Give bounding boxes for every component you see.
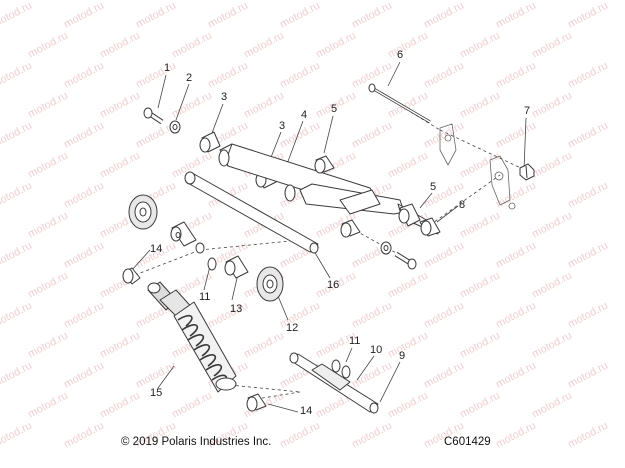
callout-4: 4 <box>301 109 308 121</box>
callout-9: 9 <box>399 350 406 362</box>
part-9-shaft-lower <box>289 352 379 414</box>
part-6-through-bolt <box>368 83 431 124</box>
diagram-code: C601429 <box>444 436 491 448</box>
part-1-bolt <box>143 107 164 125</box>
callout-10: 10 <box>370 344 383 356</box>
bolt-small <box>394 251 417 270</box>
part-16-shaft <box>184 171 319 254</box>
callout-2: 2 <box>186 72 193 84</box>
callout-5: 5 <box>430 181 437 193</box>
part-14-spacer-lower <box>246 393 267 412</box>
part-11-ring-upper <box>207 257 217 271</box>
part-7-nut <box>519 163 535 181</box>
callout-11: 11 <box>349 335 361 347</box>
part-5-bushing-lower <box>398 203 421 227</box>
part-5-bushing-mid <box>340 219 361 238</box>
callout-11: 11 <box>199 291 211 303</box>
part-13-pin <box>224 255 249 279</box>
callout-16: 16 <box>327 279 340 291</box>
callout-1: 1 <box>164 62 171 74</box>
part-15-shock-absorber <box>147 281 237 393</box>
callout-14: 14 <box>300 405 313 417</box>
part-14-spacer-upper <box>122 267 141 285</box>
callout-14: 14 <box>150 243 163 255</box>
frame-bracket <box>439 123 516 210</box>
callout-5: 5 <box>331 103 338 115</box>
part-11-ring-lower-b <box>341 365 351 379</box>
o-ring-left <box>195 242 205 254</box>
callout-13: 13 <box>230 303 243 315</box>
assembly-dashed-lines <box>134 89 526 401</box>
part-3-bushing-upper <box>199 131 221 153</box>
pin-left <box>170 221 197 247</box>
callout-8: 8 <box>459 199 466 211</box>
callout-3: 3 <box>221 91 228 103</box>
leader-lines <box>131 61 527 413</box>
part-12-disc-right <box>256 266 284 302</box>
part-11-ring-lower-a <box>331 359 341 373</box>
callout-6: 6 <box>397 49 404 61</box>
part-5-bushing-upper <box>314 155 335 174</box>
callout-15: 15 <box>150 387 163 399</box>
copyright-text: © 2019 Polaris Industries Inc. <box>121 436 272 448</box>
callout-7: 7 <box>524 105 531 117</box>
part-8-sleeve <box>419 217 441 237</box>
callout-12: 12 <box>286 322 299 334</box>
callout-3: 3 <box>279 120 286 132</box>
part-12-disc-left <box>128 194 158 230</box>
